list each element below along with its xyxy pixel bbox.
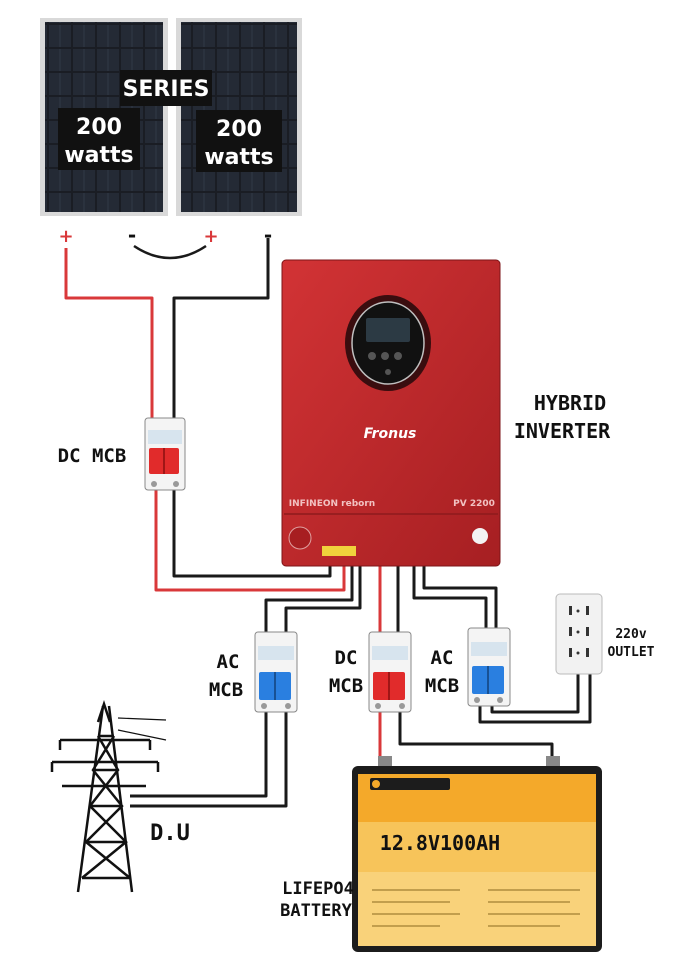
dc-mcb-battery bbox=[368, 631, 412, 713]
watts-box-right bbox=[196, 110, 282, 172]
minus-sign-right: - bbox=[264, 223, 272, 247]
pv-negative-to-inverter bbox=[172, 490, 332, 578]
outlet-220v bbox=[555, 593, 603, 675]
watts-unit-right: watts bbox=[204, 145, 273, 170]
grid-ac-wire-2 bbox=[284, 562, 362, 634]
outlet-wire-1 bbox=[478, 672, 592, 724]
dc-mcb-pv bbox=[144, 417, 186, 491]
minus-sign-left: - bbox=[128, 223, 136, 247]
pv-negative-wire bbox=[172, 238, 270, 420]
hybrid-inverter: Fronus INFINEON reborn PV 2200 bbox=[281, 259, 501, 567]
series-label: SERIES bbox=[123, 77, 210, 102]
outlet-label-line2: OUTLET bbox=[608, 645, 655, 660]
series-jumper-wire bbox=[133, 244, 207, 260]
inverter-button-2[interactable] bbox=[381, 352, 389, 360]
inverter-warning-sticker bbox=[322, 546, 356, 556]
ac-mcb-grid-label-line1: AC bbox=[217, 651, 240, 673]
hybrid-label-line2: INVERTER bbox=[514, 419, 611, 443]
watts-unit-left: watts bbox=[64, 143, 133, 168]
ac-mcb-output-label-line1: AC bbox=[431, 647, 454, 669]
battery-label-line2: BATTERY bbox=[280, 901, 352, 921]
plus-sign-left: + bbox=[58, 226, 73, 247]
lifepo4-battery: 12.8V100AH bbox=[352, 756, 602, 952]
battery-capacity: 12.8V100AH bbox=[380, 831, 500, 855]
watts-value-right: 200 bbox=[216, 117, 262, 142]
series-label-box bbox=[120, 70, 212, 106]
battery-positive-terminal bbox=[378, 756, 392, 766]
battery-brand-bar bbox=[370, 778, 450, 790]
dc-mcb-battery-label-line1: DC bbox=[335, 647, 358, 669]
grid-ac-wire-1 bbox=[264, 562, 354, 634]
grid-label: D.U bbox=[150, 821, 190, 846]
ac-mcb-output-label-line2: MCB bbox=[425, 675, 459, 697]
inverter-lcd-screen bbox=[366, 318, 410, 342]
pv-positive-to-inverter bbox=[154, 490, 346, 592]
output-ac-wire-2 bbox=[422, 562, 498, 630]
inverter-series-text: INFINEON reborn bbox=[289, 499, 375, 509]
inverter-button-4[interactable] bbox=[385, 369, 391, 375]
outlet-label-line1: 220v bbox=[615, 627, 646, 642]
ac-mcb-grid-label-line2: MCB bbox=[209, 679, 243, 701]
inverter-button-3[interactable] bbox=[394, 352, 402, 360]
grid-line-1 bbox=[130, 712, 268, 798]
dc-mcb-battery-label-line2: MCB bbox=[329, 675, 363, 697]
ac-mcb-output bbox=[467, 627, 511, 707]
transmission-tower-icon bbox=[50, 700, 167, 893]
battery-negative-wire bbox=[398, 710, 554, 770]
inverter-button-1[interactable] bbox=[368, 352, 376, 360]
battery-label-line1: LIFEPO4 bbox=[282, 879, 354, 899]
inverter-cert-badge bbox=[472, 528, 488, 544]
outlet-wire-2 bbox=[490, 672, 580, 714]
battery-negative-terminal bbox=[546, 756, 560, 766]
watts-box-left bbox=[58, 108, 140, 170]
wiring bbox=[64, 238, 592, 808]
plus-sign-right: + bbox=[203, 226, 218, 247]
grid-line-2 bbox=[130, 712, 288, 808]
output-ac-wire-1 bbox=[412, 562, 488, 630]
inverter-model: PV 2200 bbox=[453, 499, 495, 509]
inverter-brand: Fronus bbox=[364, 426, 417, 442]
ac-mcb-grid bbox=[254, 631, 298, 713]
pv-positive-wire bbox=[64, 248, 154, 420]
dc-mcb-pv-label: DC MCB bbox=[58, 445, 127, 467]
hybrid-label-line1: HYBRID bbox=[534, 391, 606, 415]
inverter-logo-badge bbox=[288, 526, 312, 550]
watts-value-left: 200 bbox=[76, 115, 122, 140]
